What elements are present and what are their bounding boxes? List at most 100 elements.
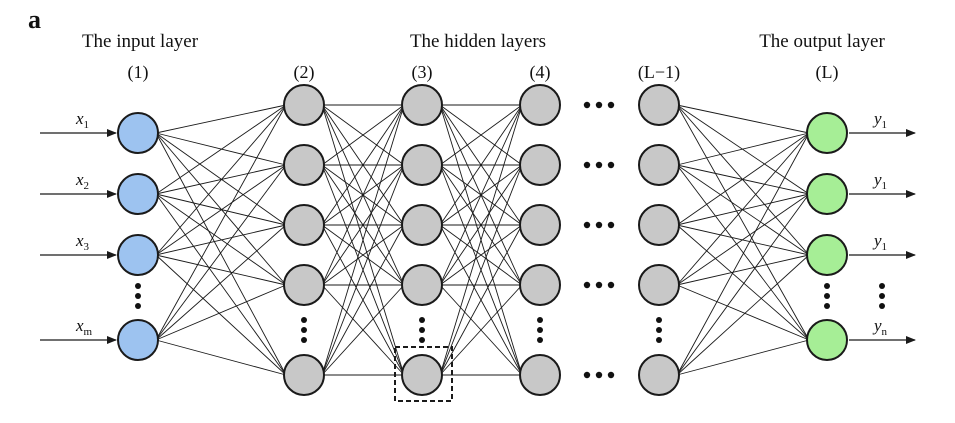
connection-input-3-to-h2-3 [155, 284, 287, 341]
output-layer-title: The output layer [759, 31, 885, 52]
hdot-row4-1 [583, 281, 591, 289]
connections [155, 104, 810, 376]
output-label-3: y1 [872, 231, 887, 253]
hdot-row5-2 [595, 371, 603, 379]
hidden-layers-title: The hidden layers [410, 31, 546, 52]
output-label-vdot-1 [879, 283, 885, 289]
h4-neuron-3 [519, 204, 561, 246]
h4-neuron-2 [519, 144, 561, 186]
h4-vdot-2 [537, 327, 543, 333]
output-vdot-3 [824, 303, 830, 309]
h4-neuron-5 [519, 354, 561, 396]
hL1-vdot-1 [656, 317, 662, 323]
highlighted-neuron-box [394, 346, 453, 402]
output-neuron-2 [806, 173, 848, 215]
hdot-row2-2 [595, 161, 603, 169]
connection-h2-4-to-h3-1 [321, 164, 405, 376]
connection-input-3-to-h2-0 [155, 104, 287, 341]
connection-input-1-to-h2-0 [155, 104, 287, 195]
hdot-row3-2 [595, 221, 603, 229]
hdot-row5-1 [583, 371, 591, 379]
connection-input-0-to-h2-2 [155, 132, 287, 226]
hdot-row4-3 [607, 281, 615, 289]
h3-vdot-3 [419, 337, 425, 343]
h3-neuron-3 [401, 204, 443, 246]
connection-hL1-0-to-output-3 [676, 104, 810, 341]
output-neuron-1 [806, 112, 848, 154]
input-vdot-2 [135, 293, 141, 299]
h4-neuron-4 [519, 264, 561, 306]
connection-h3-1-to-h4-0 [439, 104, 523, 166]
input-vdot-1 [135, 283, 141, 289]
connection-hL1-4-to-output-0 [676, 132, 810, 376]
connection-h2-4-to-h3-3 [321, 284, 405, 376]
connection-input-3-to-h2-4 [155, 339, 287, 376]
hdot-row4-2 [595, 281, 603, 289]
connection-hL1-0-to-output-1 [676, 104, 810, 195]
output-label-1: y1 [872, 109, 887, 131]
hdot-row2-3 [607, 161, 615, 169]
input-layer-title: The input layer [82, 31, 199, 52]
connection-hL1-3-to-output-0 [676, 132, 810, 286]
h2-neuron-1 [283, 84, 325, 126]
layer-index-4: (4) [530, 62, 551, 83]
connection-hL1-1-to-output-3 [676, 164, 810, 341]
h3-neuron-1 [401, 84, 443, 126]
connection-input-1-to-h2-4 [155, 193, 287, 376]
hL1-neuron-5 [638, 354, 680, 396]
output-vdot-2 [824, 293, 830, 299]
input-neuron-2 [117, 173, 159, 215]
connection-input-3-to-h2-2 [155, 224, 287, 341]
h3-neuron-5 [401, 354, 443, 396]
output-label-vdot-2 [879, 293, 885, 299]
connection-h2-1-to-h3-0 [321, 104, 405, 166]
connection-input-0-to-h2-3 [155, 132, 287, 286]
neurons [117, 84, 848, 396]
connection-hL1-3-to-output-1 [676, 193, 810, 286]
h4-vdot-3 [537, 337, 543, 343]
connection-hL1-4-to-output-1 [676, 193, 810, 376]
connection-h3-4-to-h4-3 [439, 284, 523, 376]
io-arrows [40, 129, 916, 344]
output-vdot-1 [824, 283, 830, 289]
connection-h2-2-to-h3-0 [321, 104, 405, 226]
hdot-row3-1 [583, 221, 591, 229]
h2-vdot-2 [301, 327, 307, 333]
connection-h2-4-to-h3-0 [321, 104, 405, 376]
connection-h3-3-to-h4-2 [439, 224, 523, 286]
h3-neuron-4 [401, 264, 443, 306]
connection-input-1-to-h2-3 [155, 193, 287, 286]
h2-vdot-1 [301, 317, 307, 323]
hL1-vdot-3 [656, 337, 662, 343]
input-label-1: x1 [75, 109, 89, 131]
connection-h2-3-to-h3-0 [321, 104, 405, 286]
connection-h3-3-to-h4-0 [439, 104, 523, 286]
output-label-vdot-3 [879, 303, 885, 309]
panel-label: a [28, 5, 41, 34]
h3-vdot-2 [419, 327, 425, 333]
layer-index-l-minus-1: (L−1) [638, 62, 680, 83]
connection-hL1-1-to-output-2 [676, 164, 810, 256]
connection-input-2-to-h2-4 [155, 254, 287, 376]
connection-input-2-to-h2-3 [155, 254, 287, 286]
h4-neuron-1 [519, 84, 561, 126]
hdot-row1-2 [595, 101, 603, 109]
connection-h3-4-to-h4-0 [439, 104, 523, 376]
input-neuron-4 [117, 319, 159, 361]
connection-input-2-to-h2-0 [155, 104, 287, 256]
layer-index-1: (1) [128, 62, 149, 83]
connection-hL1-4-to-output-2 [676, 254, 810, 376]
h4-vdot-1 [537, 317, 543, 323]
hdot-row3-3 [607, 221, 615, 229]
connection-hL1-2-to-output-3 [676, 224, 810, 341]
hdot-row1-3 [607, 101, 615, 109]
hL1-vdot-2 [656, 327, 662, 333]
connection-h2-3-to-h3-1 [321, 164, 405, 286]
layer-index-l: (L) [816, 62, 839, 83]
connection-hL1-4-to-output-3 [676, 339, 810, 376]
hdot-row5-3 [607, 371, 615, 379]
connection-input-0-to-h2-0 [155, 104, 287, 134]
input-vdot-3 [135, 303, 141, 309]
connection-h3-4-to-h4-1 [439, 164, 523, 376]
